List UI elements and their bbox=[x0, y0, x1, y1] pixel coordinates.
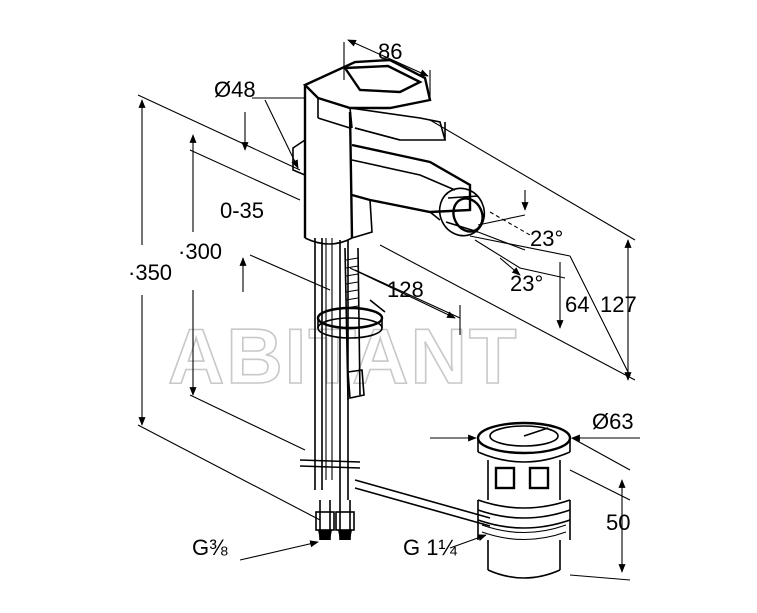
label-height-300: ·300 bbox=[178, 239, 222, 264]
dimension-labels: 86 Ø48 0-35 ·300 ·350 128 23° 23° 64 127… bbox=[128, 39, 637, 560]
dimension-lines bbox=[137, 39, 640, 581]
label-waste-thread: G 1¼ bbox=[403, 535, 457, 560]
watermark: ABITANT bbox=[168, 312, 519, 400]
pop-up-waste bbox=[476, 421, 572, 579]
label-angle-lower: 23° bbox=[510, 271, 543, 296]
label-shank-length: 128 bbox=[387, 277, 424, 302]
label-supply-thread: G⅜ bbox=[192, 535, 228, 560]
label-angle-upper: 23° bbox=[530, 226, 563, 251]
label-waste-diameter: Ø63 bbox=[592, 409, 634, 434]
label-popup-rod-range: 0-35 bbox=[220, 198, 264, 223]
label-body-diameter: Ø48 bbox=[214, 77, 256, 102]
bidet-mixer-drawing bbox=[292, 58, 491, 540]
label-outlet-height-127: 127 bbox=[600, 292, 637, 317]
label-spout-projection: 86 bbox=[378, 39, 402, 64]
label-waste-height: 50 bbox=[606, 510, 630, 535]
label-outlet-height-64: 64 bbox=[565, 292, 589, 317]
label-height-350: ·350 bbox=[128, 260, 172, 285]
